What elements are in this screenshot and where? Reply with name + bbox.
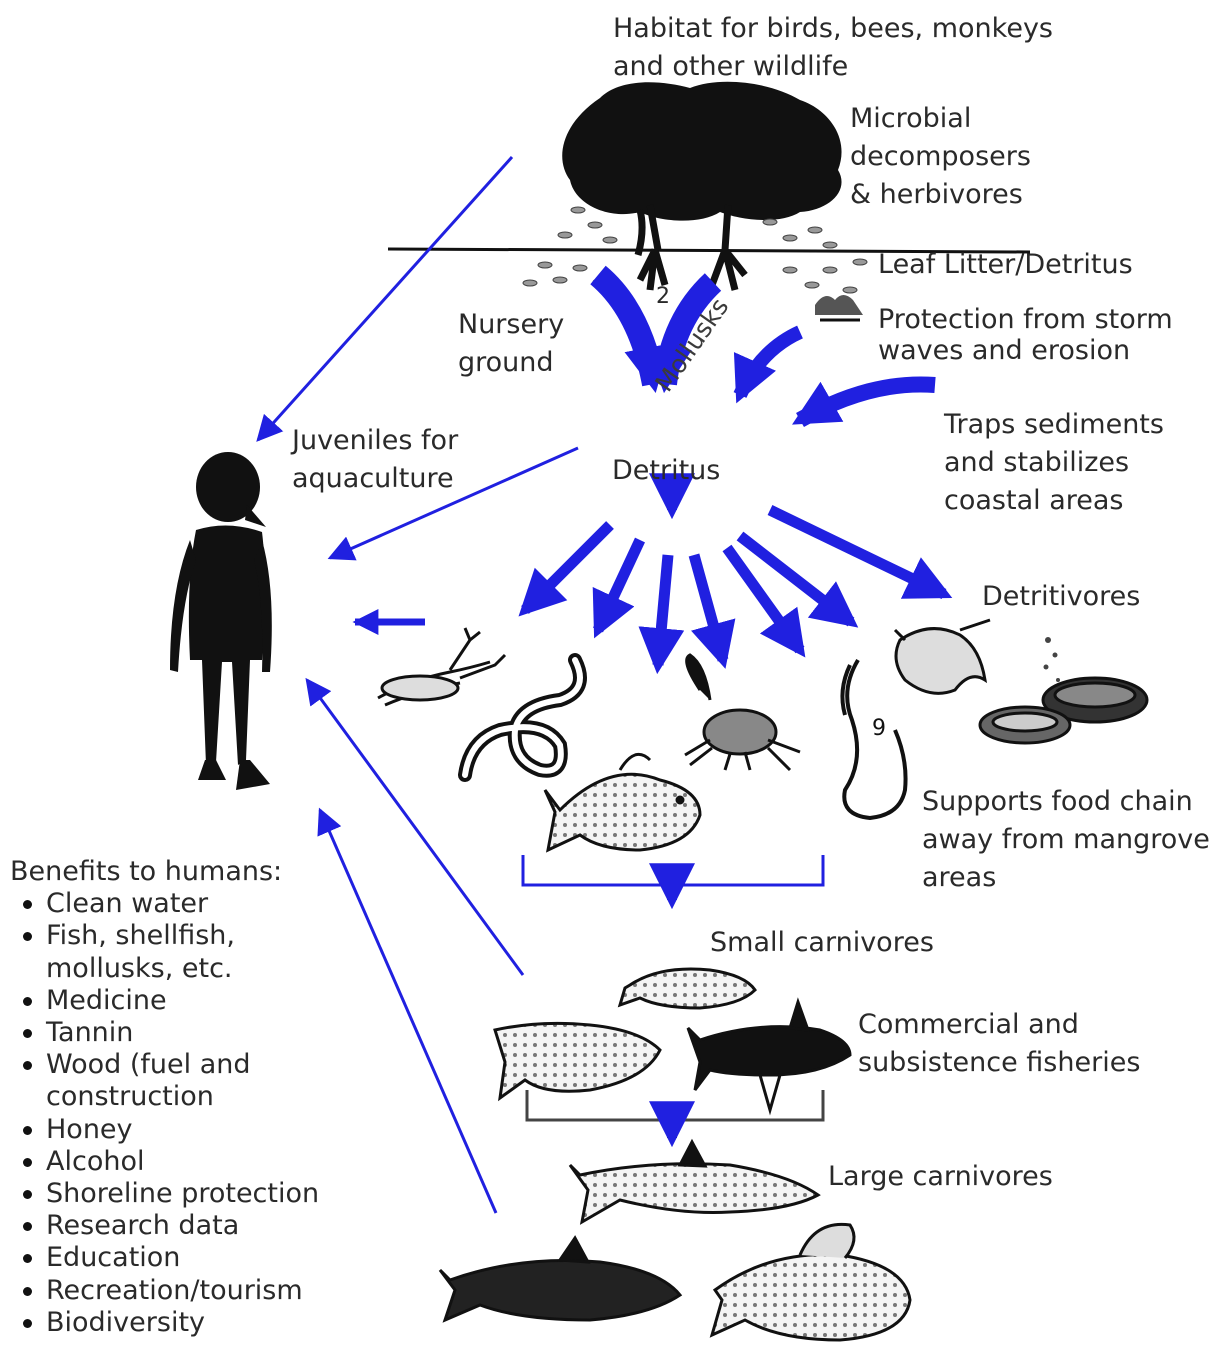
benefit-item: Biodiversity — [10, 1307, 319, 1339]
small-carnivores-label: Small carnivores — [710, 924, 934, 962]
large-carnivores-label: Large carnivores — [828, 1158, 1053, 1196]
habitat-label: Habitat for birds, bees, monkeys and oth… — [613, 10, 1053, 86]
small-carnivore-fish-icon — [620, 969, 755, 1008]
protection-label: Protection from storm waves and erosion — [878, 304, 1173, 366]
numeral-label: 2 — [656, 278, 670, 316]
crab-sketch-icon — [815, 295, 863, 320]
small-carnivore-fish-2-icon — [495, 1023, 660, 1098]
benefit-item: Honey — [10, 1114, 319, 1146]
benefit-item: Research data — [10, 1210, 319, 1242]
fat-arrow-traps — [800, 384, 935, 420]
lobster-icon — [378, 628, 505, 705]
large-carnivore-fish-icon — [440, 1238, 680, 1320]
detritus-label: Detritus — [612, 452, 720, 490]
detritivores-label: Detritivores — [982, 578, 1140, 616]
nursery-label: Nursery ground — [458, 306, 564, 382]
supports-label: Supports food chain away from mangrove a… — [922, 783, 1210, 897]
benefit-item: Tannin — [10, 1017, 319, 1049]
large-carnivore-shark-icon — [570, 1142, 818, 1222]
crab-icon — [685, 655, 800, 770]
microbial-label: Microbial decomposers & herbivores — [850, 100, 1031, 214]
benefits-title: Benefits to humans: — [10, 856, 319, 888]
large-carnivore-fish-2-icon — [712, 1224, 910, 1340]
leaf-litter-label: Leaf Litter/Detritus — [878, 246, 1133, 284]
commercial-label: Commercial and subsistence fisheries — [858, 1006, 1140, 1082]
shrimp-icon — [895, 620, 990, 693]
benefit-item: Medicine — [10, 985, 319, 1017]
fat-arrow-left — [598, 275, 654, 384]
fat-arrow-mid-right — [740, 332, 800, 395]
detritus-to-organisms-arrows — [525, 510, 944, 665]
clam-icon — [980, 637, 1147, 743]
numeral-nine: 9 — [872, 716, 886, 741]
benefit-item: Education — [10, 1242, 319, 1274]
organism-bracket — [523, 855, 823, 885]
fish-icon — [545, 754, 700, 850]
worm-icon-inner — [465, 660, 580, 775]
mangrove-tree-icon — [523, 82, 867, 293]
juveniles-label: Juveniles for aquaculture — [292, 422, 458, 498]
small-carnivore-shark-icon — [688, 1002, 850, 1110]
benefit-item: Alcohol — [10, 1146, 319, 1178]
human-icon — [170, 452, 272, 790]
benefit-item: Shoreline protection — [10, 1178, 319, 1210]
benefit-item: Fish, shellfish,mollusks, etc. — [10, 920, 319, 984]
benefit-item: Clean water — [10, 888, 319, 920]
traps-label: Traps sediments and stabilizes coastal a… — [944, 406, 1164, 520]
carnivore-bracket — [527, 1090, 823, 1120]
benefit-item: Recreation/tourism — [10, 1275, 319, 1307]
